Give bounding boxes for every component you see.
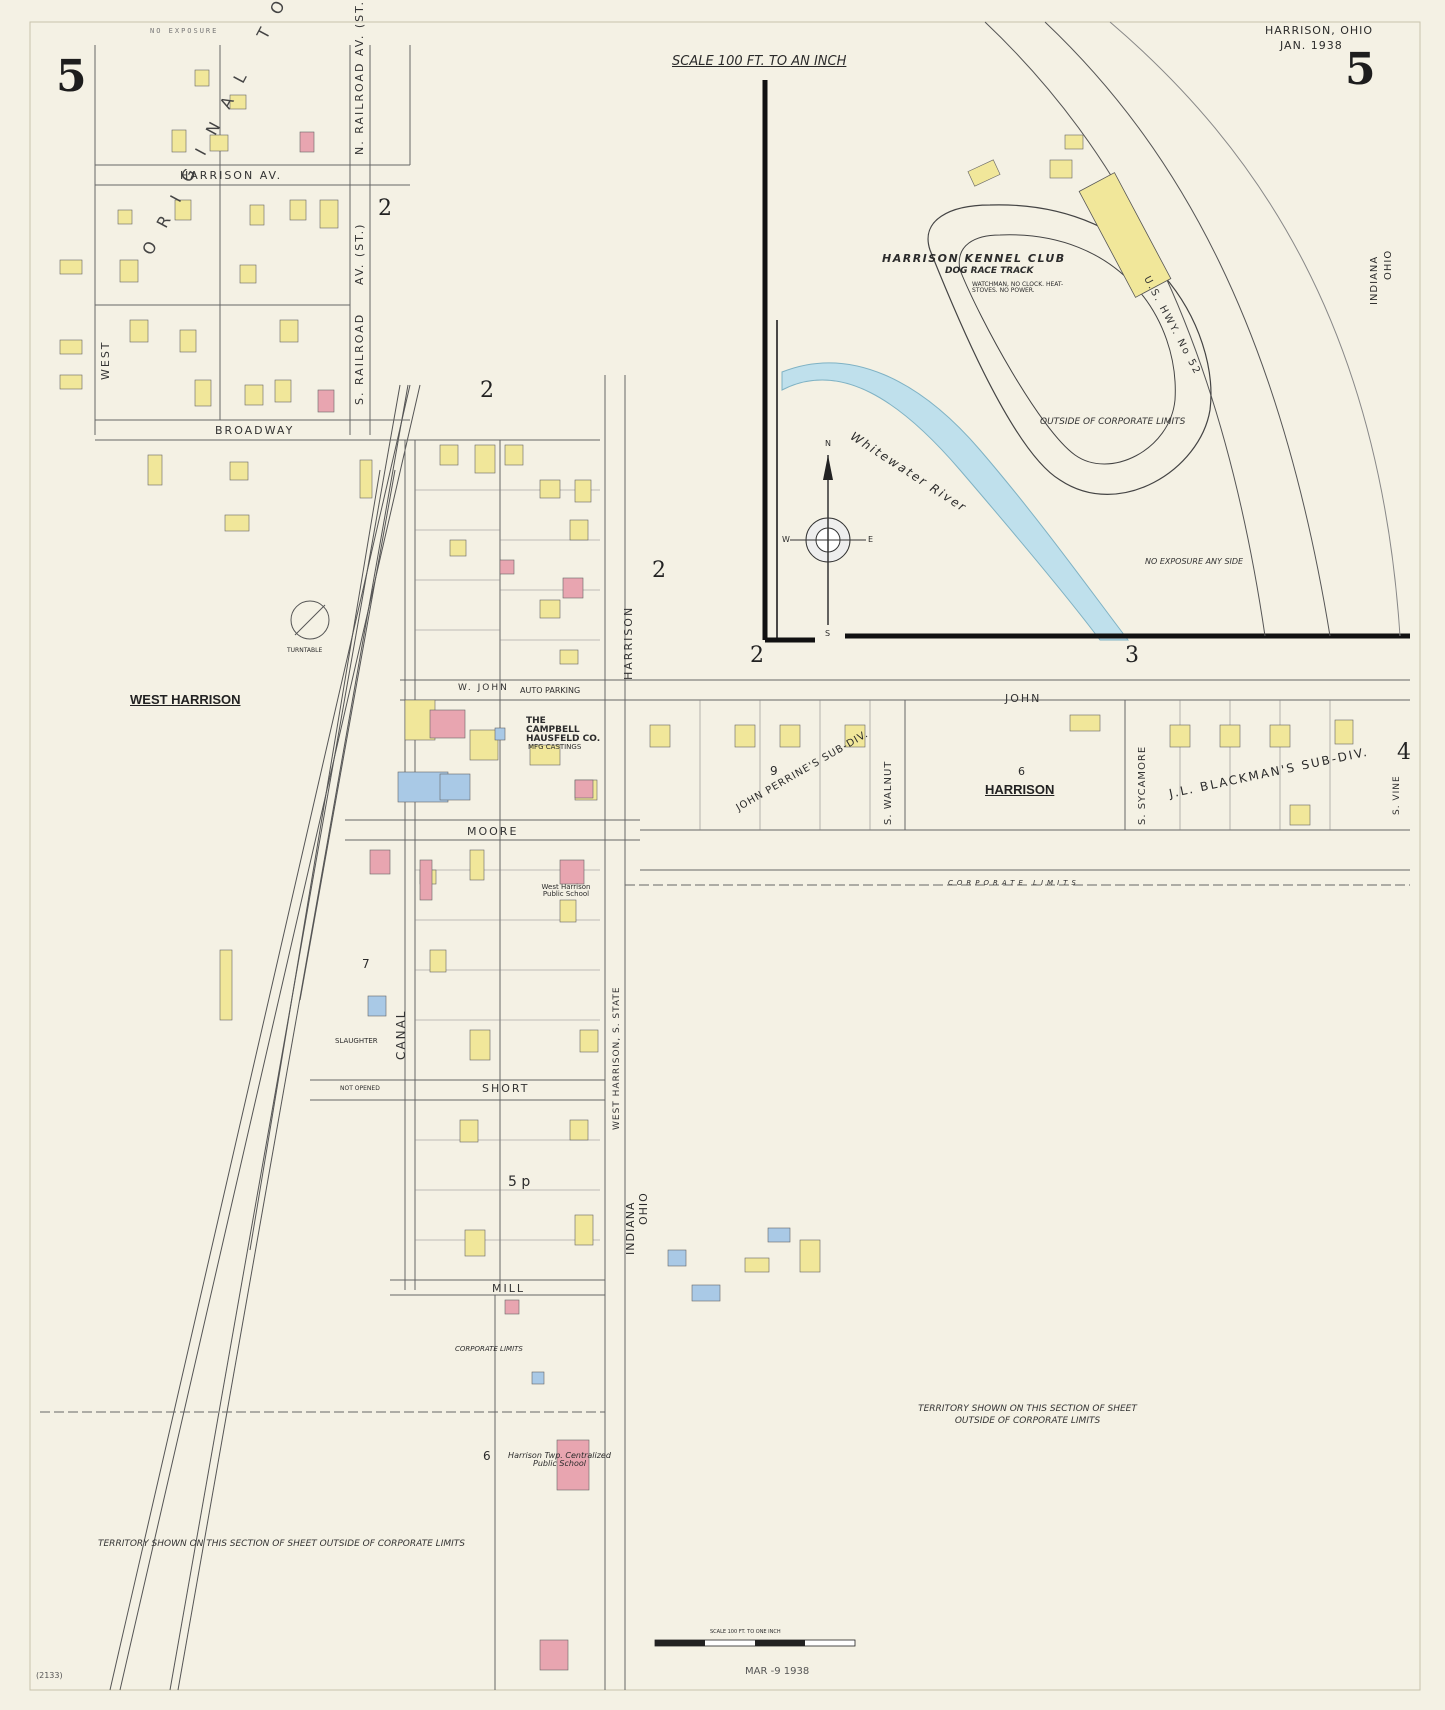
sheet-number-left: 5 (56, 51, 87, 102)
block-number: 9 (770, 764, 778, 778)
brick-buildings (299, 131, 594, 1671)
territory-note-left: TERRITORY SHOWN ON THIS SECTION OF SHEET… (98, 1539, 465, 1549)
us-hwy-edge-c (1109, 21, 1401, 637)
block-number: 7 (362, 957, 370, 971)
grandstand (1078, 172, 1172, 298)
turntable-label: TURNTABLE (287, 647, 323, 654)
territory-note-right: TERRITORY SHOWN ON THIS SECTION OF SHEET… (918, 1404, 1137, 1426)
district-west-harrison: WEST HARRISON (130, 692, 241, 707)
street-s-walnut: S. WALNUT (883, 760, 894, 825)
issue-date: JAN. 1938 (1280, 39, 1343, 52)
street-west: WEST (99, 340, 112, 380)
block-number: 5 p (508, 1174, 531, 1190)
scale-bar-label: SCALE 100 FT. TO ONE INCH (710, 1629, 781, 1635)
block-number: 4 (1397, 740, 1411, 765)
frame-buildings (59, 69, 1354, 1273)
street-s-vine: S. VINE (1392, 775, 1402, 815)
compass-s: S (825, 629, 831, 638)
street-w-harrison-s-state: WEST HARRISON, S. STATE (612, 986, 622, 1130)
place-title: HARRISON, OHIO (1265, 24, 1374, 37)
street-s-sycamore: S. SYCAMORE (1137, 745, 1148, 825)
kennel-club-label: HARRISON KENNEL CLUB (882, 252, 1066, 265)
block-number: 2 (378, 196, 392, 221)
campbell-label: THE CAMPBELL HAUSFELD CO. (526, 716, 601, 744)
ohio-label-top: OHIO (1383, 249, 1394, 280)
us-hwy-edge-b (1044, 21, 1331, 637)
indiana-label: INDIANA (624, 1201, 637, 1255)
scale-bar (654, 1639, 856, 1647)
street-mill: MILL (492, 1282, 525, 1295)
street-n-railroad: N. RAILROAD AV. (ST.) (353, 0, 366, 155)
street-s-railroad: S. RAILROAD (353, 312, 366, 405)
block-number: 2 (652, 558, 666, 583)
corporate-limits-label-right: CORPORATE LIMITS (948, 879, 1080, 887)
railroad-tracks (109, 384, 421, 1691)
street-short: SHORT (482, 1082, 530, 1095)
compass-n: N (825, 439, 831, 448)
dog-track-note: WATCHMAN, NO CLOCK. HEAT-STOVES. NO POWE… (972, 281, 1064, 294)
not-opened-label: NOT OPENED (340, 1085, 380, 1092)
school-label: West Harrison Public School (541, 883, 591, 898)
street-grid (40, 45, 1410, 1690)
street-harrison: HARRISON (622, 605, 635, 680)
street-s-railroad-av: AV. (ST.) (353, 222, 366, 285)
race-track-outer (927, 204, 1212, 495)
sheet-number-right: 5 (1345, 44, 1376, 95)
auto-parking-label: AUTO PARKING (520, 686, 581, 695)
indiana-label-top: INDIANA (1369, 255, 1380, 305)
outside-limits-note: OUTSIDE OF CORPORATE LIMITS (1040, 417, 1186, 427)
block-number: 2 (750, 643, 764, 668)
district-harrison: HARRISON (985, 782, 1055, 797)
centralized-school-label: Harrison Twp. Centralized Public School (508, 1451, 611, 1468)
iron-clad-buildings (367, 727, 791, 1385)
compass-rose (790, 455, 866, 625)
slaughter-label: SLAUGHTER (335, 1037, 378, 1045)
whitewater-river (781, 362, 1130, 641)
compass-e: E (868, 535, 874, 544)
street-john: JOHN (1005, 692, 1042, 705)
ohio-label: OHIO (637, 1192, 650, 1225)
street-canal: CANAL (394, 1009, 408, 1060)
block-number: 6 (483, 1449, 491, 1463)
street-broadway: BROADWAY (215, 424, 295, 437)
exposure-note-top: NO EXPOSURE (150, 27, 219, 35)
sheet-border (29, 21, 1421, 1691)
compass-w: W (782, 535, 790, 544)
street-w-john: W. JOHN (458, 683, 509, 693)
corporate-limits-label: CORPORATE LIMITS (455, 1345, 523, 1353)
turntable-symbol (290, 600, 330, 640)
campbell-sub: MFG CASTINGS (528, 743, 582, 751)
sheet-code: (2133) (36, 1671, 63, 1680)
no-exposure-note: NO EXPOSURE ANY SIDE (1145, 557, 1244, 566)
scale-title: SCALE 100 FT. TO AN INCH (672, 54, 847, 69)
street-moore: MOORE (467, 825, 519, 838)
block-number: 2 (480, 378, 494, 403)
dog-track-label: DOG RACE TRACK (945, 266, 1034, 276)
received-stamp: MAR -9 1938 (745, 1666, 810, 1677)
street-harrison-av: HARRISON AV. (180, 169, 283, 182)
block-number: 6 (1018, 765, 1025, 778)
block-number: 3 (1125, 643, 1139, 668)
